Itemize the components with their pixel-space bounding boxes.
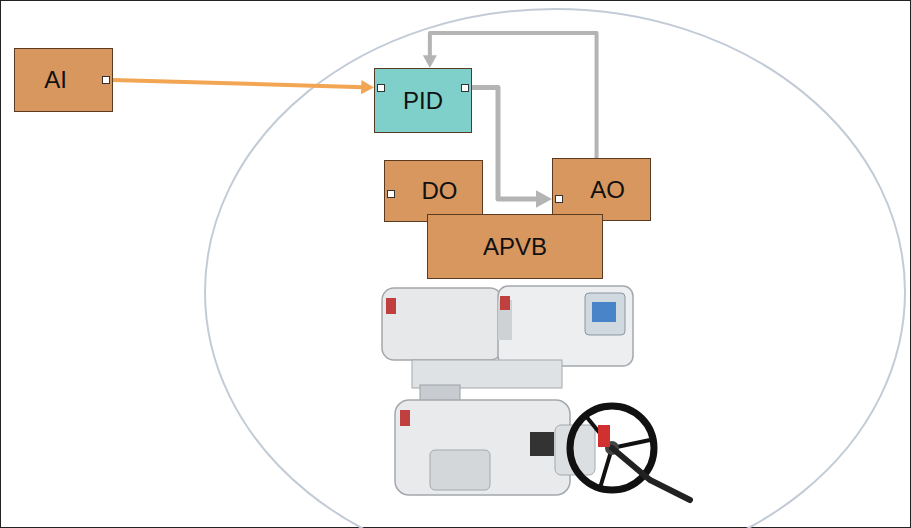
block-label: AO [590, 178, 625, 202]
actuator-picture [382, 286, 690, 500]
port-square [555, 195, 563, 203]
connector-line [113, 80, 364, 87]
block-box: AI [14, 48, 113, 112]
block-box: PID [374, 68, 472, 133]
signal-connector [113, 80, 374, 94]
arrow-head [361, 80, 374, 94]
block-label: PID [403, 89, 443, 113]
block-label: AI [44, 68, 67, 92]
block-box: APVB [427, 214, 603, 279]
port-square [102, 76, 110, 84]
block-box: DO [384, 160, 483, 222]
block-label: APVB [483, 235, 547, 259]
arrow-head [423, 55, 437, 68]
port-square [387, 190, 395, 198]
port-square [461, 84, 469, 92]
signal-connector [472, 88, 552, 208]
port-square [377, 84, 385, 92]
block-box: AO [552, 158, 651, 221]
arrow-head [536, 190, 552, 208]
block-label: DO [422, 179, 458, 203]
